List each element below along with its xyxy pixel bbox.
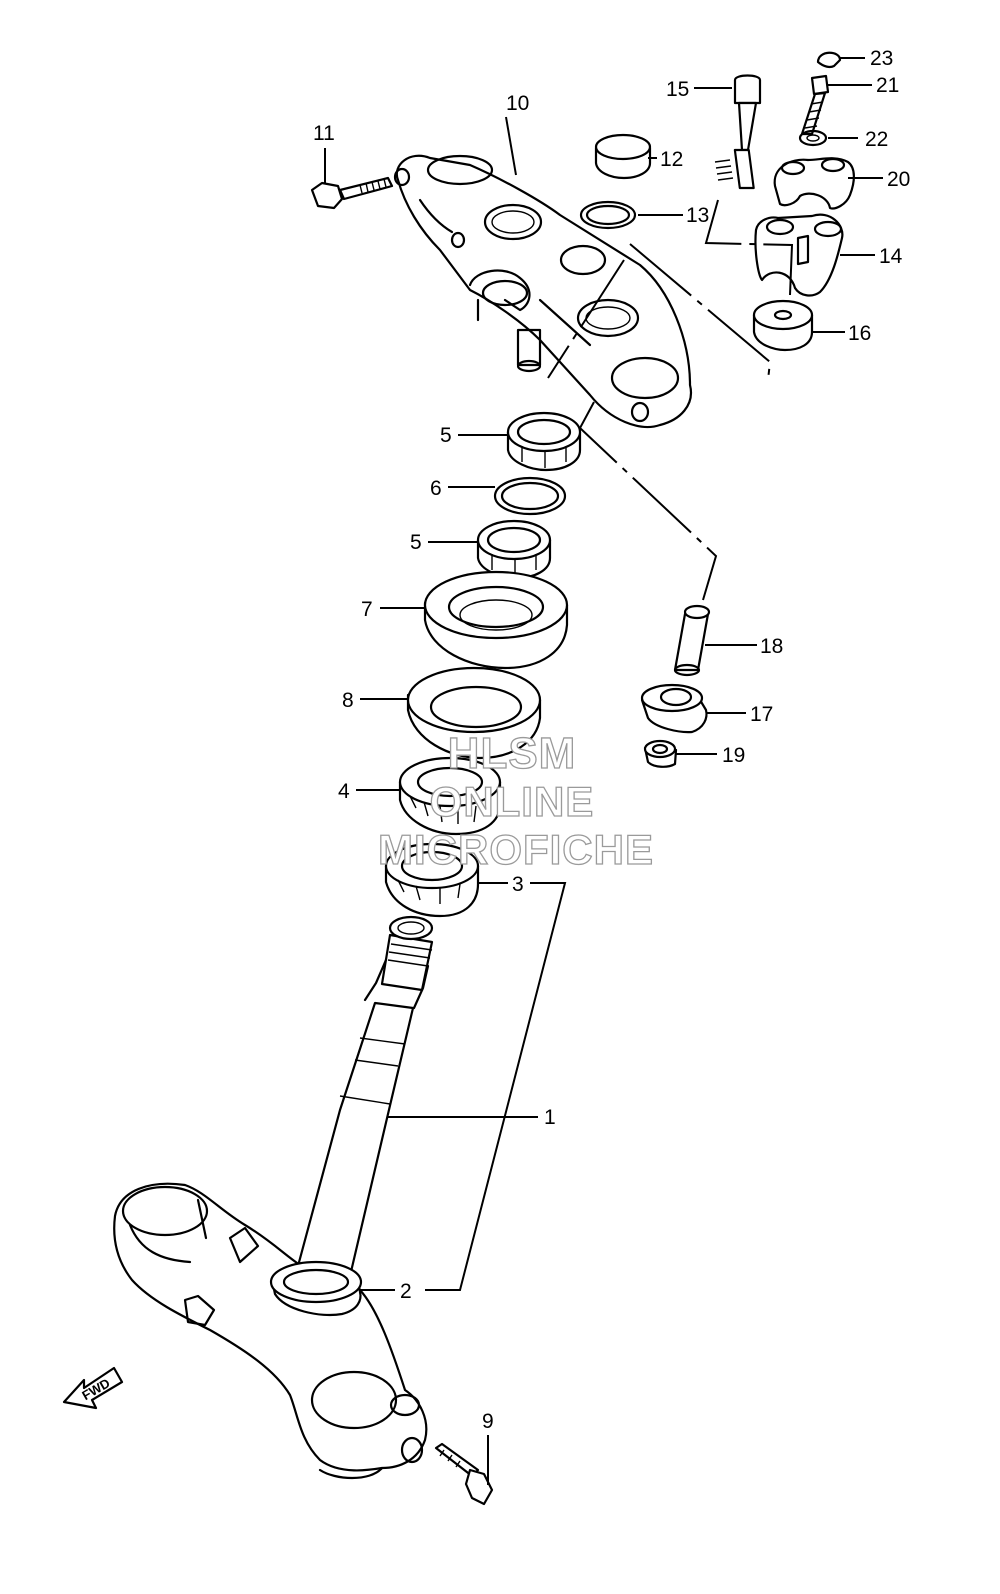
pinch-bolt-lower — [434, 1442, 494, 1506]
callout-14: 14 — [879, 245, 903, 268]
callout-8: 8 — [342, 689, 354, 712]
callout-13: 13 — [686, 204, 709, 227]
seal-2 — [269, 1260, 363, 1317]
steering-stem-shaft — [296, 915, 434, 1278]
bolt-21 — [800, 74, 830, 136]
callout-20: 20 — [887, 168, 910, 191]
steering-stem-lower-bracket — [113, 1182, 428, 1479]
cushion-16 — [752, 299, 814, 352]
callout-22: 22 — [865, 128, 888, 151]
handlebar-bolt-15 — [714, 74, 762, 190]
callout-2: 2 — [400, 1280, 412, 1303]
callout-11: 11 — [313, 122, 335, 145]
handlebar-holder-14 — [754, 213, 844, 297]
watermark-line-1: HLSM — [448, 729, 577, 778]
washer-13 — [579, 200, 637, 230]
cap-23 — [816, 51, 842, 69]
collar-18 — [673, 604, 711, 677]
bearing-3 — [384, 842, 480, 918]
callout-23: 23 — [870, 47, 893, 70]
callout-10: 10 — [506, 92, 529, 115]
watermark: HLSM ONLINE MICROFICHE — [377, 728, 654, 873]
pinch-bolt-upper — [310, 176, 394, 210]
callout-16: 16 — [848, 322, 871, 345]
callout-19: 19 — [722, 744, 745, 767]
bearing-4 — [398, 756, 502, 836]
cushion-17 — [640, 683, 708, 734]
callout-9: 9 — [482, 1410, 494, 1433]
race-8 — [406, 666, 542, 760]
callout-21: 21 — [876, 74, 899, 97]
callout-17: 17 — [750, 703, 773, 726]
callout-7: 7 — [361, 598, 373, 621]
washer-22 — [798, 129, 828, 147]
upper-bracket — [393, 154, 693, 429]
callout-6: 6 — [430, 477, 442, 500]
callout-labels: 1 2 3 4 5 5 6 7 8 9 10 11 12 13 14 15 16… — [313, 47, 910, 1433]
watermark-line-3: MICROFICHE — [378, 826, 654, 873]
callout-1: 1 — [544, 1106, 556, 1129]
forward-arrow: FWD — [62, 1366, 124, 1410]
callout-3: 3 — [512, 873, 524, 896]
dust-seal-7 — [423, 570, 569, 670]
stem-nut-5-lower — [476, 519, 552, 580]
stem-nut-5-upper — [506, 411, 582, 472]
callout-5-lower: 5 — [410, 531, 422, 554]
callout-4: 4 — [338, 780, 350, 803]
callout-18: 18 — [760, 635, 783, 658]
washer-6 — [493, 476, 567, 516]
leader-lines — [324, 57, 883, 1485]
nut-19 — [643, 739, 678, 768]
callout-15: 15 — [666, 78, 689, 101]
callout-12: 12 — [660, 148, 683, 171]
callout-5-upper: 5 — [440, 424, 452, 447]
assembly-phantom-lines — [547, 199, 794, 601]
clamp-upper-20 — [773, 157, 855, 210]
cap-12 — [594, 133, 652, 180]
watermark-line-2: ONLINE — [430, 778, 595, 825]
